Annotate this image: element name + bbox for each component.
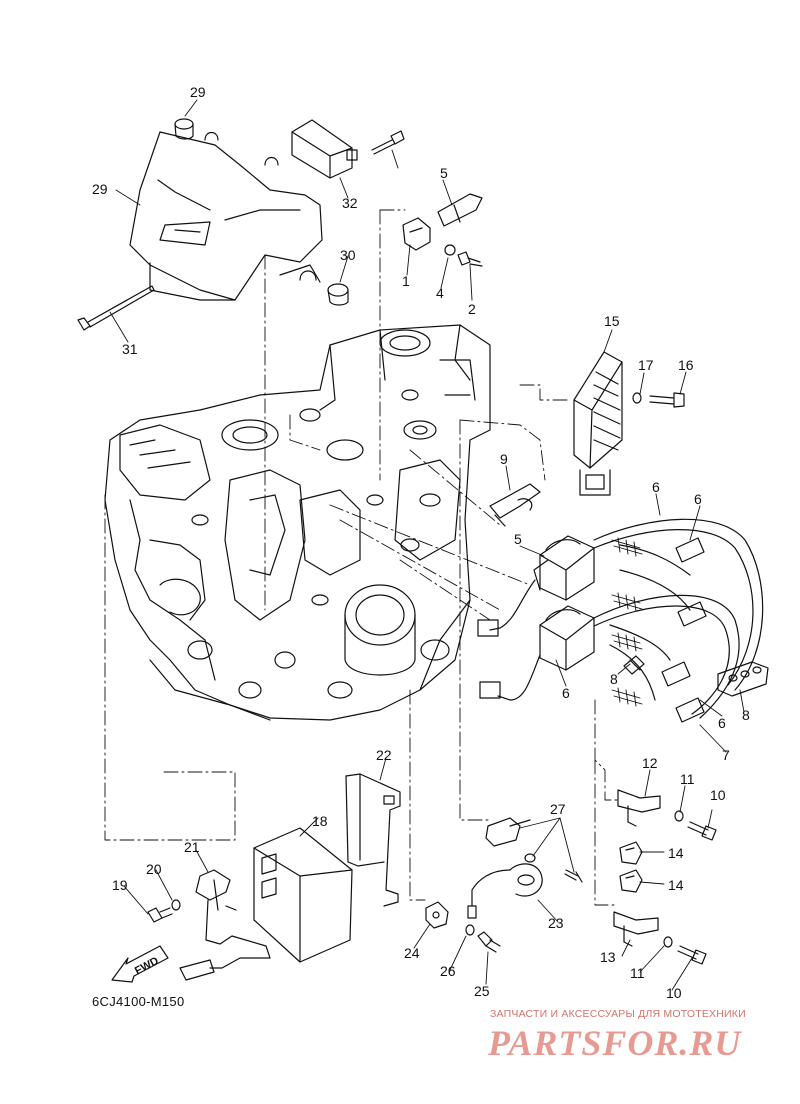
bolt-25 — [477, 931, 501, 953]
rectifier-15 — [573, 351, 623, 496]
callout-27: 27 — [550, 801, 566, 817]
clamp-14-upper — [619, 841, 643, 865]
callout-4: 5 — [440, 165, 448, 181]
callout-22: 22 — [376, 747, 392, 763]
callout-9: 9 — [500, 451, 508, 467]
holder-8 — [717, 661, 769, 697]
bracket-12 — [617, 789, 661, 827]
grommet-29-top — [174, 118, 279, 166]
engine-block — [104, 324, 491, 721]
callout-8: 8 — [742, 707, 750, 723]
callout-11-upper: 11 — [680, 771, 695, 787]
callout-numbers: 29 29 30 31 32 5 1 4 2 15 17 16 9 5 6 6 … — [92, 84, 750, 1001]
clip-7 — [623, 655, 645, 675]
callout-14-lower: 14 — [668, 877, 684, 893]
fwd-arrow-icon — [111, 945, 169, 983]
callout-16: 16 — [678, 357, 694, 373]
callout-11-lower: 11 — [630, 965, 645, 981]
callout-30: 31 — [122, 341, 138, 357]
diagram-code: 6CJ4100-M150 — [92, 994, 185, 1009]
spark-plug-leads-6 — [593, 518, 764, 723]
callout-26: 26 — [440, 963, 456, 979]
leader-lines — [104, 209, 621, 906]
washer-17 — [632, 392, 642, 404]
callout-leaders — [109, 99, 745, 991]
callout-14-upper: 14 — [668, 845, 684, 861]
callout-24: 24 — [404, 945, 420, 961]
callout-10-upper: 10 — [710, 787, 726, 803]
bracket-13 — [613, 911, 659, 947]
cdi-unit-18 — [253, 827, 353, 963]
bracket-22 — [345, 773, 401, 907]
callout-15: 15 — [604, 313, 620, 329]
cable-tie-30 — [77, 285, 155, 331]
callout-7: 8 — [610, 671, 618, 687]
callout-21: 21 — [184, 839, 200, 855]
bolt-2 — [457, 251, 483, 267]
callout-28: 29 — [92, 181, 108, 197]
washer-11-lower — [663, 936, 673, 948]
callout-1: 1 — [402, 273, 410, 289]
callout-23: 23 — [548, 915, 564, 931]
bracket-21 — [179, 869, 271, 981]
washer-11-upper — [674, 810, 684, 822]
callout-25: 25 — [474, 983, 490, 999]
clip-24 — [425, 901, 449, 929]
callout-5-upper: 5 — [514, 531, 522, 547]
callout-18: 18 — [312, 813, 328, 829]
callout-17: 17 — [638, 357, 654, 373]
clamp-9 — [489, 483, 541, 527]
relay-31 — [291, 119, 358, 179]
bolt-16 — [649, 392, 685, 408]
callout-13: 13 — [600, 949, 616, 965]
callout-3: 4 — [436, 285, 444, 301]
callout-6-c: 6 — [718, 715, 726, 731]
callout-31: 32 — [342, 195, 358, 211]
bolt-10-lower — [677, 945, 707, 965]
washer-3 — [444, 244, 456, 256]
callout-29-right: 30 — [340, 247, 356, 263]
bolt-10-upper — [687, 821, 717, 841]
bolt-32 — [371, 130, 405, 155]
callout-19: 19 — [112, 877, 128, 893]
callout-10-lower: 10 — [666, 985, 682, 1001]
bolt-19 — [147, 907, 173, 923]
callout-12: 12 — [642, 755, 658, 771]
callout-5-lower: 6 — [562, 685, 570, 701]
plug-caps — [611, 537, 643, 707]
watermark-brand: PARTSFOR.RU — [488, 1023, 742, 1063]
washer-20 — [171, 899, 181, 911]
bracket-4 — [437, 193, 483, 227]
washer-26 — [465, 924, 475, 936]
clamp-14-lower — [619, 869, 643, 893]
callout-20: 20 — [146, 861, 162, 877]
sensor-27 — [485, 817, 583, 883]
grommet-29-right — [299, 270, 349, 306]
clamp-1 — [402, 217, 431, 251]
ignition-coil-5-lower — [539, 605, 595, 671]
callout-6-a: 6 — [652, 479, 660, 495]
callout-2: 2 — [468, 301, 476, 317]
callout-29-top: 29 — [190, 84, 206, 100]
ignition-coil-5-upper — [539, 535, 595, 601]
pickup-23 — [467, 863, 543, 919]
cover-bracket-28 — [129, 131, 323, 301]
callout-6-d: 7 — [722, 747, 730, 763]
wire-harness — [477, 559, 549, 701]
watermark-tagline: ЗАПЧАСТИ И АКСЕССУАРЫ ДЛЯ МОТОТЕХНИКИ — [490, 1008, 746, 1020]
callout-6-b: 6 — [694, 491, 702, 507]
